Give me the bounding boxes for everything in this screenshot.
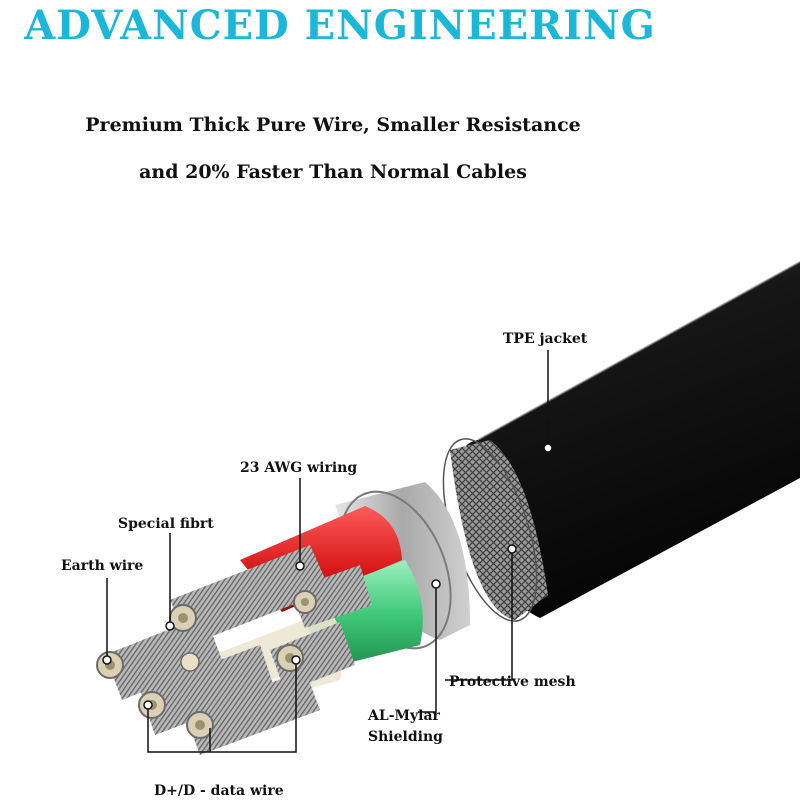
label-protective-mesh: Protective mesh [449,674,576,690]
label-awg-wiring: 23 AWG wiring [240,460,357,476]
tpe-jacket-shape [459,261,800,618]
label-tpe-jacket: TPE jacket [503,331,588,347]
label-shielding: Shielding [368,729,443,745]
callout-lines [106,350,549,753]
page-title: ADVANCED ENGINEERING [24,2,656,49]
callout-dots [102,443,553,710]
subtitle-line-1: Premium Thick Pure Wire, Smaller Resista… [85,114,581,136]
subtitle-line-2: and 20% Faster Than Normal Cables [139,161,527,183]
stranded-conductors [105,545,372,755]
label-al-mylar: AL-Mylar [367,708,441,724]
label-special-fibrt: Special fibrt [118,516,214,532]
label-earth-wire: Earth wire [61,558,143,574]
label-data-wire: D+/D - data wire [154,783,284,799]
